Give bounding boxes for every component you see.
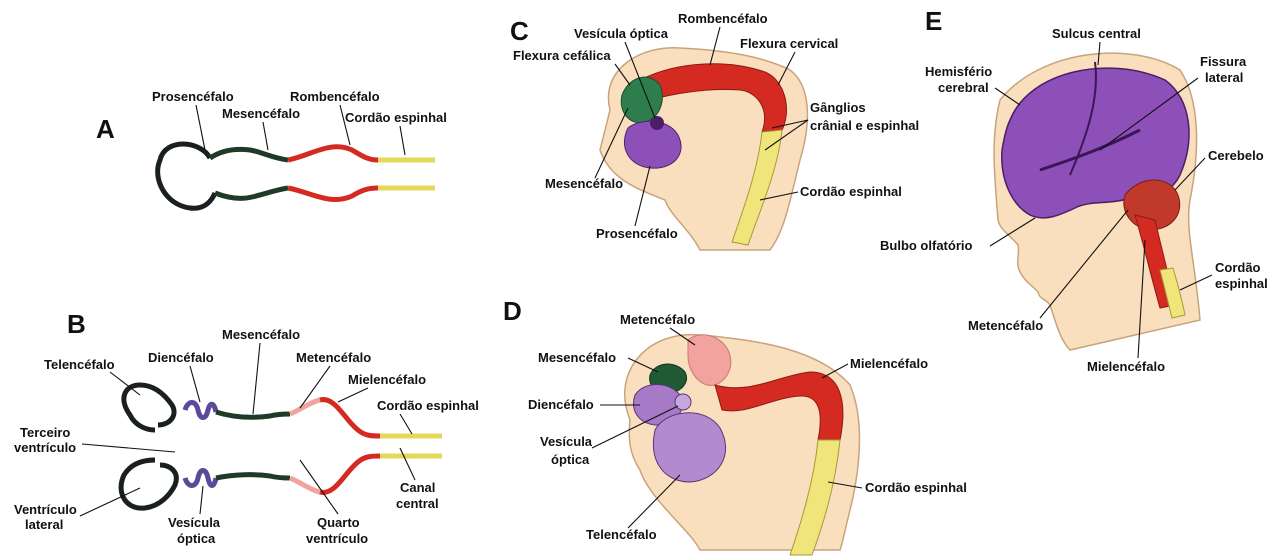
label-c-cordao: Cordão espinhal [800, 184, 902, 199]
label-d-vesicula-2: óptica [551, 452, 590, 467]
panel-d-optic-vesicle [675, 394, 691, 410]
leader-b-mielencefalo [338, 388, 368, 402]
panel-e-letter: E [925, 6, 942, 36]
panel-b-mesencephalon-lower [216, 475, 290, 478]
label-b-telencefalo: Telencéfalo [44, 357, 115, 372]
label-a-rombencefalo: Rombencéfalo [290, 89, 380, 104]
panel-a-rhombencephalon-upper [288, 147, 378, 160]
label-b-ventriculo-1: Ventrículo [14, 502, 77, 517]
label-d-metencefalo: Metencéfalo [620, 312, 695, 327]
label-e-fissura-2: lateral [1205, 70, 1243, 85]
label-d-diencefalo: Diencéfalo [528, 397, 594, 412]
label-b-ventriculo-2: lateral [25, 517, 63, 532]
panel-d: D Metencéfalo Mesencéfalo Mielencéfalo D… [503, 296, 967, 555]
panel-b-diencephalon-upper [185, 403, 216, 418]
label-a-prosencefalo: Prosencéfalo [152, 89, 234, 104]
label-d-vesicula-1: Vesícula [540, 434, 593, 449]
label-b-quarto-2: ventrículo [306, 531, 368, 546]
label-c-vesicula: Vesícula óptica [574, 26, 669, 41]
label-c-mesencefalo: Mesencéfalo [545, 176, 623, 191]
leader-b-mesencefalo [253, 343, 260, 414]
label-b-terceiro-1: Terceiro [20, 425, 70, 440]
label-b-quarto-1: Quarto [317, 515, 360, 530]
label-b-mielencefalo: Mielencéfalo [348, 372, 426, 387]
label-b-metencefalo: Metencéfalo [296, 350, 371, 365]
label-e-mielencefalo: Mielencéfalo [1087, 359, 1165, 374]
label-b-terceiro-2: ventrículo [14, 440, 76, 455]
panel-b-telencephalon-upper [124, 385, 174, 430]
label-c-flexura-cervical: Flexura cervical [740, 36, 838, 51]
panel-b-myelencephalon-upper [320, 400, 380, 436]
label-c-ganglios-1: Gânglios [810, 100, 866, 115]
panel-d-telencephalon [653, 413, 725, 482]
label-e-cordao-2: espinhal [1215, 276, 1268, 291]
label-d-telencefalo: Telencéfalo [586, 527, 657, 542]
label-d-mesencefalo: Mesencéfalo [538, 350, 616, 365]
leader-b-diencefalo [190, 366, 200, 402]
panel-c: C Rombencéfalo Vesícula óptica Flexura c… [510, 11, 919, 250]
label-e-cordao-1: Cordão [1215, 260, 1261, 275]
label-b-canal-1: Canal [400, 480, 435, 495]
panel-a-mesencephalon-upper [210, 149, 288, 160]
label-d-mielencefalo: Mielencéfalo [850, 356, 928, 371]
panel-d-letter: D [503, 296, 522, 326]
leader-a-mesencefalo [263, 122, 268, 150]
panel-b-diencephalon-lower [185, 471, 216, 486]
leader-b-canal [400, 448, 415, 480]
leader-a-cordao [400, 126, 405, 155]
label-b-vesicula-1: Vesícula [168, 515, 221, 530]
panel-a: A Prosencéfalo Mesencéfalo Rombencéfalo … [96, 89, 447, 208]
label-b-mesencefalo: Mesencéfalo [222, 327, 300, 342]
panel-b: B Telencéfalo Diencéfalo Mesencéfalo Met… [14, 309, 479, 546]
label-b-canal-2: central [396, 496, 439, 511]
panel-c-letter: C [510, 16, 529, 46]
panel-b-metencephalon-lower [290, 478, 320, 492]
label-c-ganglios-2: crânial e espinhal [810, 118, 919, 133]
panel-a-prosencephalon-tube [158, 144, 215, 208]
label-e-bulbo: Bulbo olfatório [880, 238, 972, 253]
label-c-flexura-cefalica: Flexura cefálica [513, 48, 611, 63]
panel-b-telencephalon-lower [121, 460, 176, 508]
label-e-sulcus: Sulcus central [1052, 26, 1141, 41]
panel-b-metencephalon-upper [290, 400, 320, 414]
label-d-cordao: Cordão espinhal [865, 480, 967, 495]
panel-a-mesencephalon-lower [215, 188, 288, 198]
label-a-cordao: Cordão espinhal [345, 110, 447, 125]
label-e-hemisferio-1: Hemisfério [925, 64, 992, 79]
label-e-cerebelo: Cerebelo [1208, 148, 1264, 163]
leader-b-cordao [400, 414, 412, 434]
label-c-rombencefalo: Rombencéfalo [678, 11, 768, 26]
panel-a-rhombencephalon-lower [288, 188, 378, 200]
label-a-mesencefalo: Mesencéfalo [222, 106, 300, 121]
label-b-diencefalo: Diencéfalo [148, 350, 214, 365]
leader-b-vesicula [200, 486, 203, 514]
label-e-fissura-1: Fissura [1200, 54, 1247, 69]
label-b-cordao: Cordão espinhal [377, 398, 479, 413]
panel-a-letter: A [96, 114, 115, 144]
leader-a-prosencefalo [196, 105, 205, 150]
label-e-hemisferio-2: cerebral [938, 80, 989, 95]
label-b-vesicula-2: óptica [177, 531, 216, 546]
panel-b-myelencephalon-lower [320, 456, 380, 492]
leader-b-ventriculo [80, 488, 140, 516]
leader-b-terceiro [82, 444, 175, 452]
label-e-metencefalo: Metencéfalo [968, 318, 1043, 333]
panel-c-optic-vesicle [650, 116, 664, 130]
panel-e: E Sulcus central Hemisfério cerebral Fis… [880, 6, 1268, 374]
label-c-prosencefalo: Prosencéfalo [596, 226, 678, 241]
panel-b-letter: B [67, 309, 86, 339]
